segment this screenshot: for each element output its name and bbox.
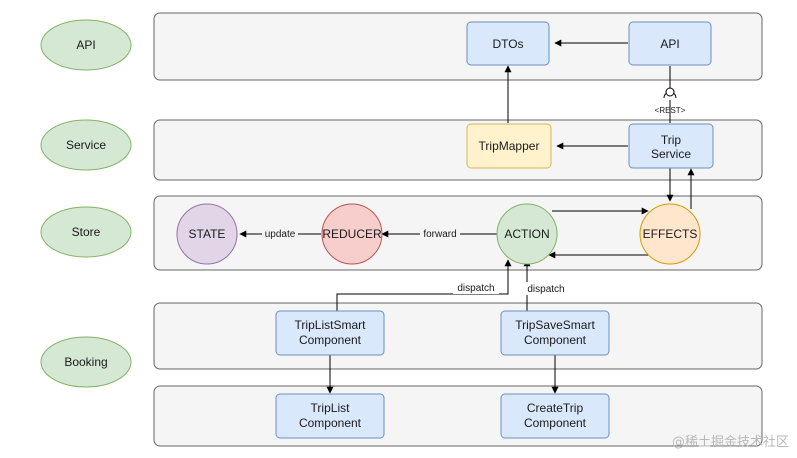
band-booking-dumb <box>153 385 763 447</box>
node-state-label: STATE <box>189 227 226 241</box>
node-api <box>628 21 712 66</box>
node-effects-label: EFFECTS <box>643 227 698 241</box>
node-triplistsmart-label-line1: TripListSmart <box>295 318 367 332</box>
node-tripmapper-label: TripMapper <box>479 139 540 153</box>
node-tripsavesmart-label-line1: TripSaveSmart <box>515 318 595 332</box>
band-booking-smart <box>153 302 763 370</box>
layer-label-store: Store <box>72 225 101 239</box>
edge-label-dispatch-right: dispatch <box>527 284 564 295</box>
watermark: @稀土掘金技术社区 <box>672 434 789 450</box>
node-action-label: ACTION <box>504 227 549 241</box>
edge-label-dispatch-left: dispatch <box>457 283 494 294</box>
layer-pill-booking <box>40 336 132 388</box>
layer-pill-api <box>40 19 132 71</box>
edge-label-bg-dispatch-left <box>453 281 499 294</box>
node-tripsavesmart <box>500 310 610 356</box>
band-api <box>153 12 763 81</box>
node-trip-service <box>628 123 714 169</box>
edge-label-bg-forward <box>420 227 460 240</box>
node-tripsavesmart-label-line2: Component <box>524 333 587 347</box>
node-tripmapper <box>466 123 552 169</box>
layer-pill-store <box>40 206 132 258</box>
edge-label-bg-dispatch-right <box>523 282 569 295</box>
edge-label-update: update <box>265 229 296 240</box>
node-api-label: API <box>660 37 679 51</box>
rest-label: <REST> <box>655 106 686 115</box>
node-triplist <box>275 393 385 439</box>
node-triplistsmart <box>275 310 385 356</box>
node-triplistsmart-label-line2: Component <box>299 333 362 347</box>
node-action <box>496 203 558 265</box>
edge-label-bg-update <box>262 227 298 240</box>
node-trip-service-label-line2: Service <box>651 147 691 161</box>
node-dtos <box>466 21 550 66</box>
node-reducer <box>321 203 383 265</box>
node-effects <box>639 203 701 265</box>
edge-triplistsmart-to-action <box>336 259 512 311</box>
node-reducer-label: REDUCER <box>322 227 382 241</box>
node-trip-service-label-line1: Trip <box>661 133 682 147</box>
rest-interface-ball <box>665 87 675 97</box>
layer-pill-service <box>40 119 132 171</box>
node-createtrip-label-line1: CreateTrip <box>527 401 584 415</box>
node-triplist-label-line1: TripList <box>311 401 351 415</box>
edge-label-forward: forward <box>423 229 456 240</box>
layer-label-service: Service <box>66 138 106 152</box>
node-createtrip <box>500 393 610 439</box>
band-service <box>153 119 763 181</box>
node-state <box>176 203 238 265</box>
node-dtos-label: DTOs <box>492 37 523 51</box>
layer-label-booking: Booking <box>64 355 107 369</box>
node-triplist-label-line2: Component <box>299 416 362 430</box>
layer-label-api: API <box>76 38 95 52</box>
node-createtrip-label-line2: Component <box>524 416 587 430</box>
